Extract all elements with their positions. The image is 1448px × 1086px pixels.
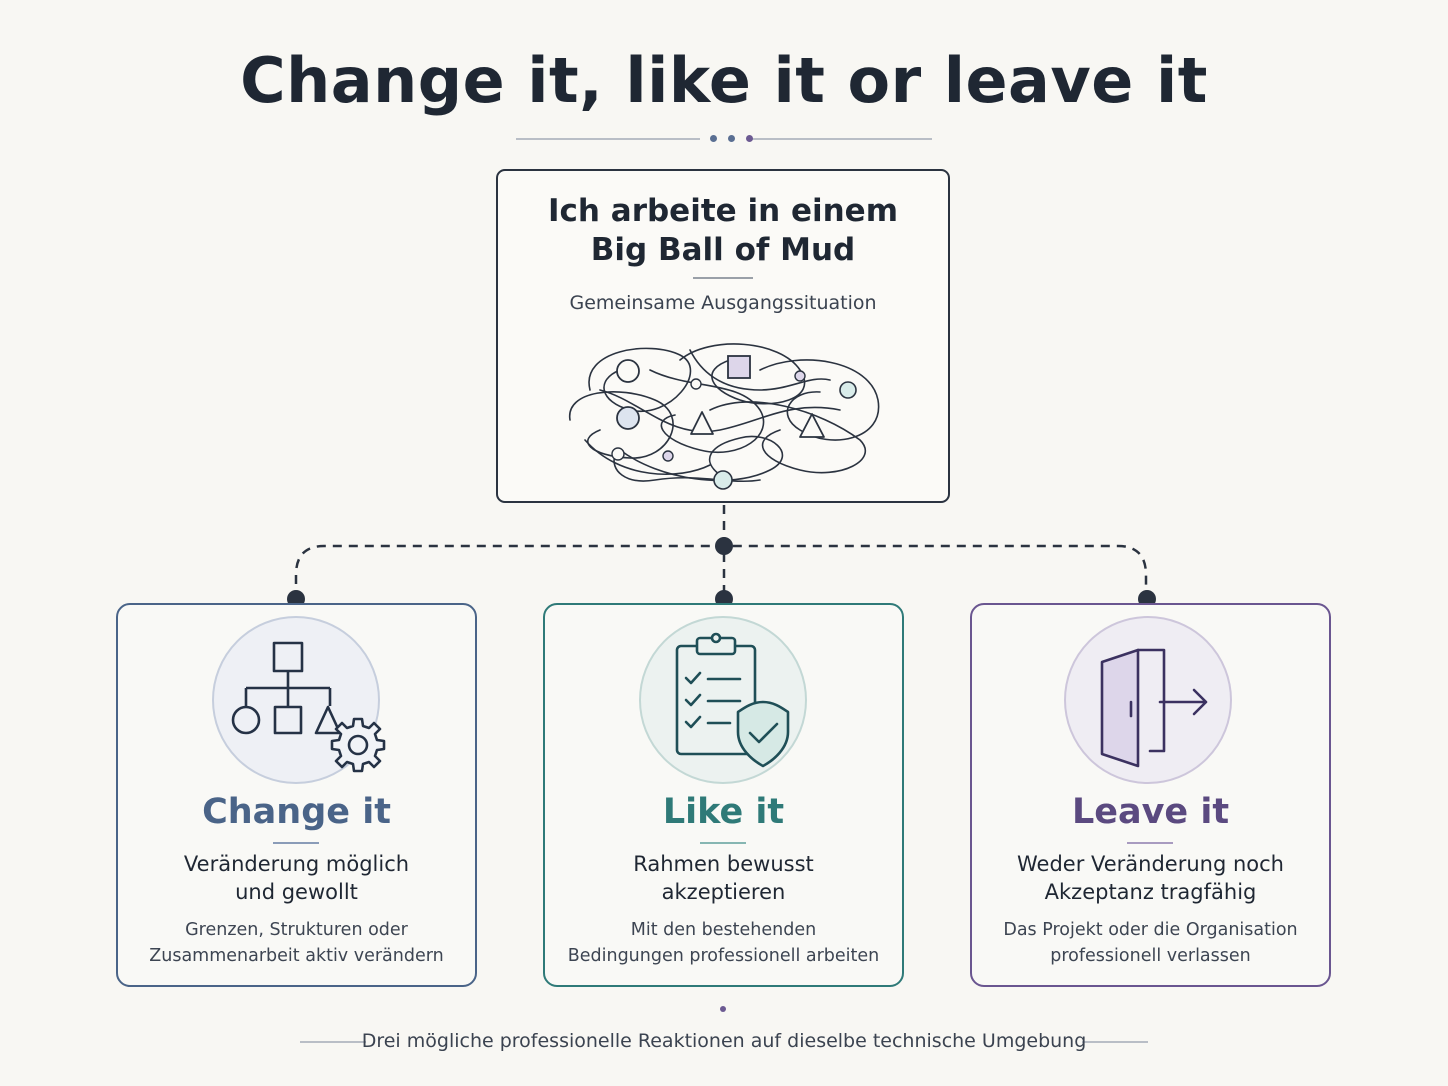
option-divider: [700, 842, 746, 844]
page-title: Change it, like it or leave it: [240, 44, 1208, 117]
structure-gear-icon: [231, 641, 386, 773]
option-description-line: Bedingungen professionell arbeiten: [567, 946, 880, 966]
title-divider-left: [516, 138, 700, 140]
option-description: Das Projekt oder die Organisation profes…: [970, 917, 1331, 969]
clipboard-shield-icon: [675, 632, 790, 768]
option-description-line: professionell verlassen: [1050, 946, 1251, 966]
title-divider-right: [748, 138, 932, 140]
option-subtitle-line: Rahmen bewusst: [633, 852, 814, 876]
option-subtitle-line: Akzeptanz tragfähig: [1044, 880, 1257, 904]
option-description: Grenzen, Strukturen oder Zusammenarbeit …: [116, 917, 477, 969]
option-title: Leave it: [1071, 792, 1230, 832]
option-subtitle-line: akzeptieren: [661, 880, 786, 904]
tangled-mud-icon: [569, 343, 880, 490]
option-title: Change it: [202, 792, 391, 832]
situation-subtitle: Gemeinsame Ausgangssituation: [569, 292, 877, 314]
option-subtitle-line: Weder Veränderung noch: [1016, 852, 1284, 876]
option-description-line: Mit den bestehenden: [630, 920, 817, 940]
option-divider: [273, 842, 319, 844]
divider-dot: [746, 135, 753, 142]
footer-dot: [720, 1006, 726, 1012]
option-subtitle: Weder Veränderung noch Akzeptanz tragfäh…: [970, 850, 1331, 906]
footer-caption: Drei mögliche professionelle Reaktionen …: [361, 1030, 1087, 1052]
divider-dot: [710, 135, 717, 142]
divider-dot: [728, 135, 735, 142]
footer-divider-right: [1082, 1041, 1148, 1043]
option-subtitle: Veränderung möglich und gewollt: [116, 850, 477, 906]
footer-divider-left: [300, 1041, 366, 1043]
option-description-line: Zusammenarbeit aktiv verändern: [149, 946, 444, 966]
situation-box: [496, 169, 950, 503]
option-subtitle: Rahmen bewusst akzeptieren: [543, 850, 904, 906]
option-description-line: Das Projekt oder die Organisation: [1003, 920, 1298, 940]
option-description: Mit den bestehenden Bedingungen professi…: [543, 917, 904, 969]
situation-title-line: Ich arbeite in einem: [548, 193, 898, 229]
situation-title-line: Big Ball of Mud: [590, 232, 856, 268]
situation-title: Ich arbeite in einem Big Ball of Mud: [496, 192, 950, 270]
junction-dot: [715, 537, 733, 555]
option-description-line: Grenzen, Strukturen oder: [185, 920, 408, 940]
option-divider: [1127, 842, 1173, 844]
option-title: Like it: [662, 792, 785, 832]
exit-door-icon: [1100, 648, 1208, 768]
option-subtitle-line: und gewollt: [235, 880, 358, 904]
situation-divider: [693, 277, 753, 279]
option-subtitle-line: Veränderung möglich: [183, 852, 410, 876]
